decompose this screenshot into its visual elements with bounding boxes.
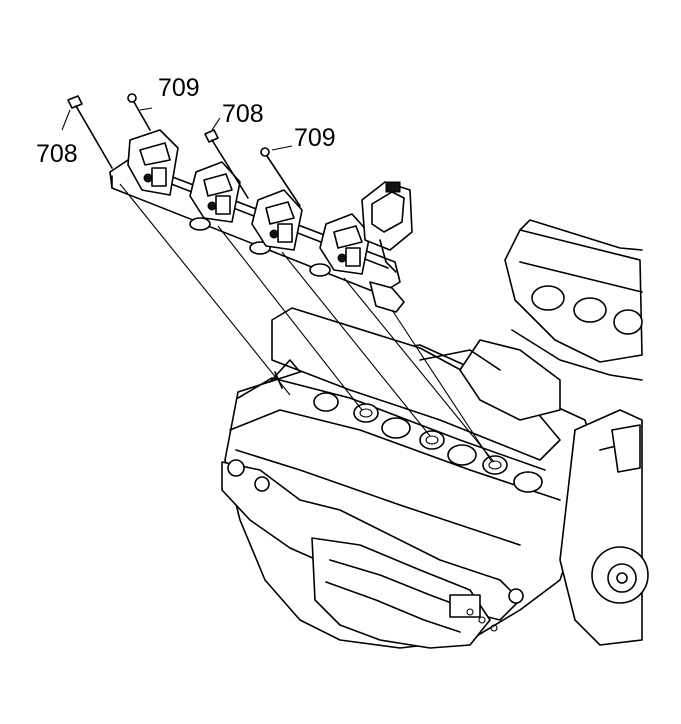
coil-plug-alignment-lines: [217, 225, 495, 463]
callout-709-right: 709: [294, 124, 336, 152]
engine-assembly: [221, 219, 649, 649]
callout-708-left: 708: [36, 140, 78, 168]
electrical-connector: [361, 181, 413, 273]
ignition-coil-1: [127, 129, 179, 196]
callout-708-center: 708: [222, 100, 264, 128]
callout-709-top-left: 709: [158, 74, 200, 102]
bolt-708-left: [61, 95, 291, 396]
bolt-708-center: [204, 117, 249, 199]
stud-709-top-left: [127, 93, 153, 131]
ignition-coil-4: [319, 213, 371, 275]
ignition-coil-2: [189, 161, 241, 223]
stud-709-right: [260, 145, 301, 207]
ignition-coil-3: [251, 189, 303, 251]
